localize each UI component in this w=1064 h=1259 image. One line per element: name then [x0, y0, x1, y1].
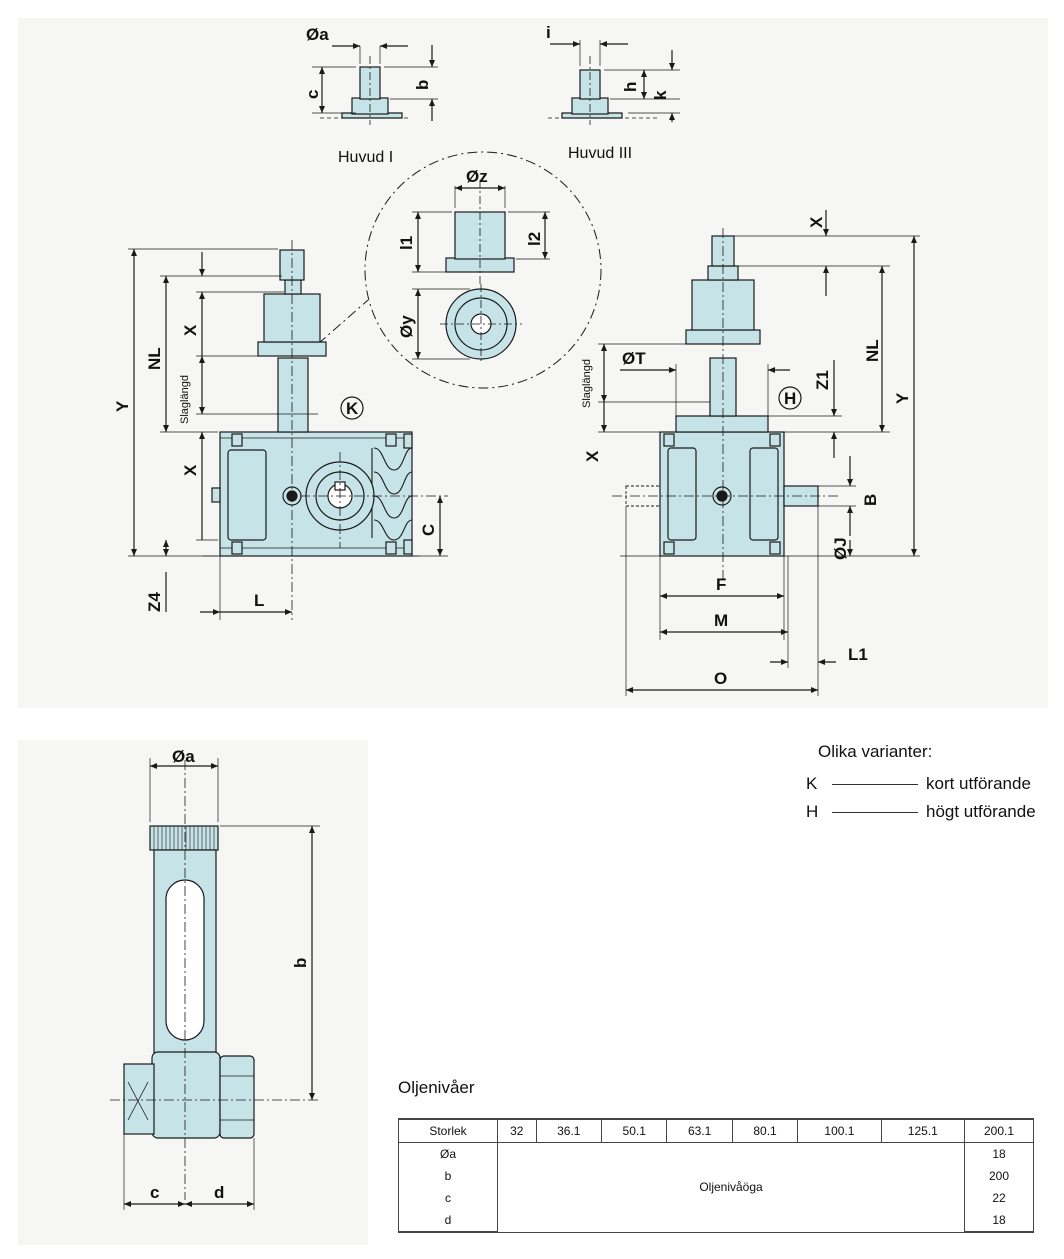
side-k-marker: K: [346, 399, 359, 418]
front-b-label: B: [861, 494, 880, 506]
row-label: b: [398, 1165, 498, 1187]
variant-leader-line: [832, 811, 918, 813]
variants-title: Olika varianter:: [818, 742, 933, 761]
front-t-label: ØT: [622, 349, 646, 368]
value-cell: 18: [964, 1209, 1034, 1233]
oil-level-table: Storlek 32 36.1 50.1 63.1 80.1 100.1 125…: [398, 1118, 1034, 1233]
side-x-lower-label: X: [181, 464, 200, 476]
front-f-label: F: [716, 575, 726, 594]
size-cell: 80.1: [731, 1118, 799, 1143]
table-row: c 22: [398, 1187, 1034, 1209]
front-y-label: Y: [893, 392, 912, 404]
size-cell: 50.1: [600, 1118, 668, 1143]
front-j-label: ØJ: [831, 537, 850, 560]
size-cell: 36.1: [535, 1118, 602, 1143]
gauge-a-label: Øa: [172, 747, 195, 766]
front-m-label: M: [714, 611, 728, 630]
front-z1-label: Z1: [813, 370, 832, 390]
size-cell: 32: [497, 1118, 537, 1143]
detail-l2-label: l2: [525, 232, 544, 246]
variants-legend: Olika varianter: K kort utförande H högt…: [806, 742, 1056, 826]
merged-cell: Oljenivåöga: [497, 1142, 965, 1233]
gauge-c-label: c: [150, 1183, 159, 1202]
value-cell: 200: [964, 1165, 1034, 1187]
gauge-b-label: b: [291, 958, 310, 968]
side-view: [128, 240, 448, 620]
side-z4-label: Z4: [145, 592, 164, 612]
detail-view: [317, 151, 602, 389]
variant-key: K: [806, 774, 818, 793]
side-c-label: C: [419, 524, 438, 536]
side-l-label: L: [254, 591, 264, 610]
table-row: d 18: [398, 1209, 1034, 1233]
size-cell: 125.1: [880, 1118, 966, 1143]
variant-desc: högt utförande: [926, 802, 1036, 821]
size-cell: 63.1: [666, 1118, 733, 1143]
head3-view: [548, 40, 680, 125]
detail-l1-label: l1: [397, 236, 416, 250]
size-cell: 200.1: [964, 1118, 1034, 1143]
variant-row-h: H högt utförande: [806, 798, 1056, 826]
table-row: b 200: [398, 1165, 1034, 1187]
front-x-label: X: [807, 216, 826, 228]
front-o-label: O: [714, 669, 727, 688]
row-label: d: [398, 1209, 498, 1233]
value-cell: 18: [964, 1142, 1034, 1165]
detail-y-label: Øy: [397, 315, 416, 338]
head3-k-label: k: [651, 90, 670, 100]
side-y-label: Y: [113, 400, 132, 412]
gauge-d-label: d: [214, 1183, 224, 1202]
head1-b-label: b: [413, 80, 432, 90]
size-cell: 100.1: [797, 1118, 882, 1143]
front-view: [598, 210, 920, 696]
table-row: Øa Oljenivåöga 18: [398, 1142, 1034, 1233]
head3-h-label: h: [621, 82, 640, 92]
head1-caption: Huvud I: [338, 149, 393, 166]
head3-i-label: i: [546, 23, 551, 42]
side-nl-label: NL: [145, 347, 164, 370]
oil-table-title: Oljenivåer: [398, 1078, 475, 1097]
front-slag-label: Slaglängd: [581, 359, 593, 408]
front-x-lower-label: X: [583, 450, 602, 462]
head1-view: [312, 43, 438, 125]
oil-gauge-drawing: Øa b c d: [110, 747, 320, 1210]
head3-caption: Huvud III: [568, 145, 632, 162]
side-slag-label: Slaglängd: [179, 375, 191, 424]
detail-z-label: Øz: [466, 167, 488, 186]
front-nl-label: NL: [863, 339, 882, 362]
front-l1-label: L1: [848, 645, 868, 664]
table-header-label: Storlek: [398, 1118, 498, 1143]
technical-drawing: Øa c b Huvud I i h k Huvud III Øz l1 l2 …: [113, 23, 920, 696]
variant-row-k: K kort utförande: [806, 770, 1056, 798]
row-label: c: [398, 1187, 498, 1209]
head1-a-label: Øa: [306, 25, 329, 44]
head1-c-label: c: [303, 90, 322, 99]
top-drawing-panel: Øa c b Huvud I i h k Huvud III Øz l1 l2 …: [18, 18, 1048, 708]
row-label: Øa: [398, 1142, 498, 1165]
value-cell: 22: [964, 1187, 1034, 1209]
side-x-upper-label: X: [181, 324, 200, 336]
front-h-marker: H: [784, 389, 796, 408]
oil-gauge-panel: Øa b c d: [18, 740, 368, 1245]
variant-desc: kort utförande: [926, 774, 1031, 793]
variant-key: H: [806, 802, 819, 821]
table-header-row: Storlek 32 36.1 50.1 63.1 80.1 100.1 125…: [398, 1118, 1034, 1143]
variant-leader-line: [832, 783, 918, 785]
